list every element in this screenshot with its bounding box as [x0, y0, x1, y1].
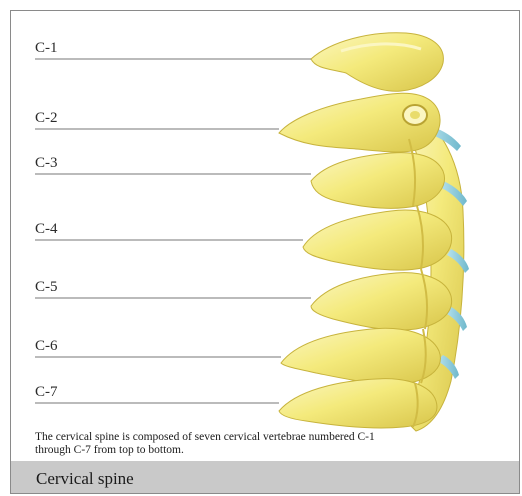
label-c1: C-1: [35, 41, 58, 56]
spine-illustration: [11, 11, 519, 493]
vertebra-c7: [279, 379, 437, 428]
footer-title: Cervical spine: [36, 469, 134, 489]
label-c6: C-6: [35, 339, 58, 354]
footer-bar: Cervical spine: [11, 461, 519, 493]
diagram-caption: The cervical spine is composed of seven …: [35, 431, 395, 457]
diagram-frame: C-1 C-2 C-3 C-4 C-5 C-6 C-7 The cervical…: [10, 10, 520, 494]
label-c7: C-7: [35, 385, 58, 400]
vertebra-c3: [311, 153, 444, 209]
vertebra-c6: [281, 328, 440, 384]
vertebra-c1: [311, 33, 443, 92]
vertebra-c5: [311, 273, 452, 330]
label-c2: C-2: [35, 111, 58, 126]
vertebra-c4: [303, 210, 452, 270]
label-c5: C-5: [35, 280, 58, 295]
leader-lines: [35, 59, 311, 403]
label-c4: C-4: [35, 222, 58, 237]
label-c3: C-3: [35, 156, 58, 171]
